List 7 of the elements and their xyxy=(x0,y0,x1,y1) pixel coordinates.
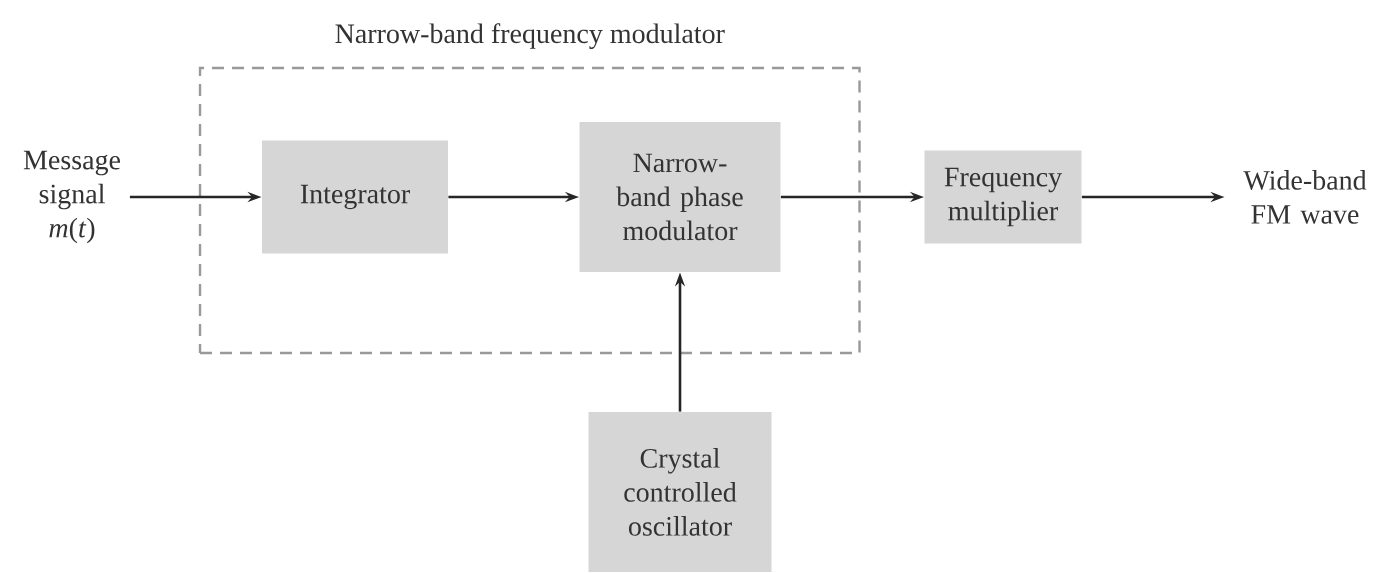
process-box: Integrator xyxy=(262,140,448,254)
process-box: Narrow-band phase modulator xyxy=(579,122,781,272)
text-label: Wide-band FM wave xyxy=(1243,170,1367,224)
frame-title: Narrow-band frequency modulator xyxy=(335,23,725,49)
process-box: Frequency multiplier xyxy=(924,150,1082,244)
text-label: Message signal m(t) xyxy=(23,150,120,244)
process-box: Crystal controlled oscillator xyxy=(588,412,772,572)
